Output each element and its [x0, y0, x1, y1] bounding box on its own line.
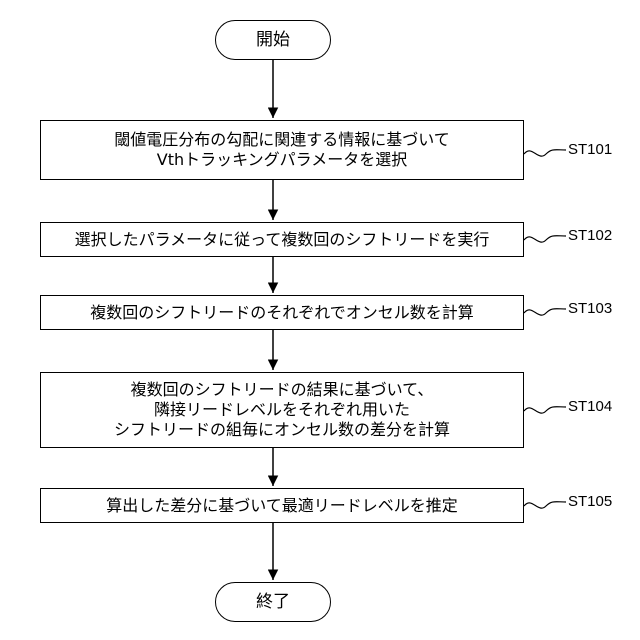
step-text-st104: 複数回のシフトリードの結果に基づいて、 隣接リードレベルをそれぞれ用いた シフト…	[114, 380, 450, 440]
leader-st102	[524, 236, 566, 242]
step-box-st102: 選択したパラメータに従って複数回のシフトリードを実行	[40, 222, 524, 257]
start-terminal: 開始	[215, 20, 331, 60]
start-label: 開始	[256, 30, 290, 50]
step-text-st105: 算出した差分に基づいて最適リードレベルを推定	[106, 496, 458, 516]
step-id-st101: ST101	[568, 142, 612, 158]
step-id-st104: ST104	[568, 399, 612, 415]
step-box-st105: 算出した差分に基づいて最適リードレベルを推定	[40, 488, 524, 523]
step-box-st103: 複数回のシフトリードのそれぞれでオンセル数を計算	[40, 295, 524, 330]
step-text-st102: 選択したパラメータに従って複数回のシフトリードを実行	[75, 230, 490, 250]
leader-st101	[524, 150, 566, 156]
step-text-st103: 複数回のシフトリードのそれぞれでオンセル数を計算	[90, 303, 474, 323]
end-terminal: 終了	[215, 582, 331, 622]
leader-st103	[524, 309, 566, 315]
step-box-st104: 複数回のシフトリードの結果に基づいて、 隣接リードレベルをそれぞれ用いた シフト…	[40, 372, 524, 448]
end-label: 終了	[256, 592, 290, 612]
step-id-st103: ST103	[568, 301, 612, 317]
step-id-st102: ST102	[568, 228, 612, 244]
step-text-st101: 閾値電圧分布の勾配に関連する情報に基づいて Vthトラッキングパラメータを選択	[114, 130, 450, 170]
step-box-st101: 閾値電圧分布の勾配に関連する情報に基づいて Vthトラッキングパラメータを選択	[40, 120, 524, 180]
step-id-st105: ST105	[568, 494, 612, 510]
leader-st104	[524, 407, 566, 413]
leader-st105	[524, 502, 566, 508]
